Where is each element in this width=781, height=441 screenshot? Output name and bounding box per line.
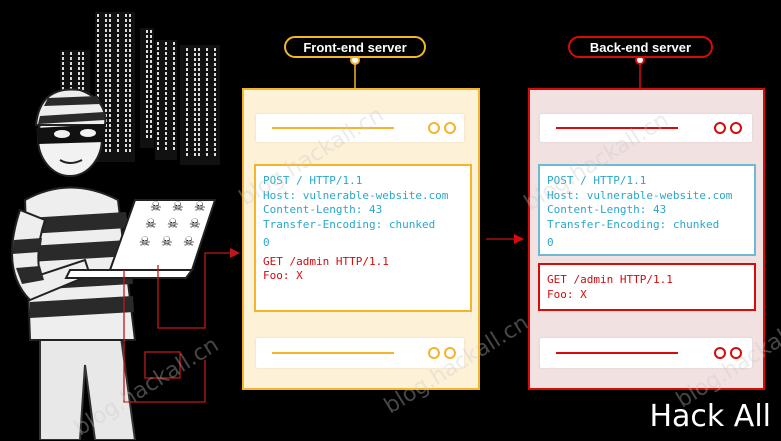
skull-icon: ☠ bbox=[194, 200, 206, 215]
request-transfer-encoding: Transfer-Encoding: chunked bbox=[547, 217, 720, 231]
back-request-box: POST / HTTP/1.1 Host: vulnerable-website… bbox=[538, 164, 756, 256]
request-line: POST / HTTP/1.1 bbox=[547, 174, 647, 187]
front-bottom-bar bbox=[256, 338, 464, 368]
skull-icon: ☠ bbox=[183, 235, 195, 250]
skull-icon: ☠ bbox=[172, 200, 184, 215]
request-transfer-encoding: Transfer-Encoding: chunked bbox=[263, 217, 436, 231]
hacker-figure: ☠ ☠ ☠ ☠ ☠ ☠ ☠ ☠ ☠ bbox=[11, 88, 217, 440]
skull-icon: ☠ bbox=[161, 235, 173, 250]
skull-icon: ☠ bbox=[167, 217, 179, 232]
brand-label: Hack All bbox=[649, 399, 771, 434]
back-smuggled-box: GET /admin HTTP/1.1 Foo: X bbox=[538, 263, 756, 311]
request-line: POST / HTTP/1.1 bbox=[263, 174, 363, 187]
back-end-server-label: Back-end server bbox=[568, 36, 713, 58]
arrow-right-icon bbox=[514, 234, 524, 244]
back-top-bar bbox=[540, 114, 752, 142]
smuggled-header: Foo: X bbox=[263, 269, 303, 282]
chunk-terminator: 0 bbox=[263, 236, 270, 249]
request-host: Host: vulnerable-website.com bbox=[263, 188, 449, 202]
request-content-length: Content-Length: 43 bbox=[547, 203, 667, 216]
skull-icon: ☠ bbox=[150, 200, 162, 215]
request-host: Host: vulnerable-website.com bbox=[547, 188, 733, 202]
skull-icon: ☠ bbox=[139, 235, 151, 250]
front-request-box: POST / HTTP/1.1 Host: vulnerable-website… bbox=[254, 164, 472, 312]
chunk-terminator: 0 bbox=[547, 236, 554, 249]
front-end-server-panel: POST / HTTP/1.1 Host: vulnerable-website… bbox=[242, 88, 480, 390]
front-end-server-label: Front-end server bbox=[284, 36, 426, 58]
request-content-length: Content-Length: 43 bbox=[263, 203, 383, 216]
smuggled-request-line: GET /admin HTTP/1.1 bbox=[547, 273, 673, 286]
front-top-bar bbox=[256, 114, 464, 142]
arrow-right-icon bbox=[230, 248, 240, 258]
skull-icon: ☠ bbox=[189, 217, 201, 232]
back-end-server-panel: POST / HTTP/1.1 Host: vulnerable-website… bbox=[528, 88, 765, 390]
skull-icon: ☠ bbox=[145, 217, 157, 232]
smuggled-request-line: GET /admin HTTP/1.1 bbox=[263, 254, 389, 268]
back-bottom-bar bbox=[540, 338, 752, 368]
smuggled-header: Foo: X bbox=[547, 287, 587, 301]
